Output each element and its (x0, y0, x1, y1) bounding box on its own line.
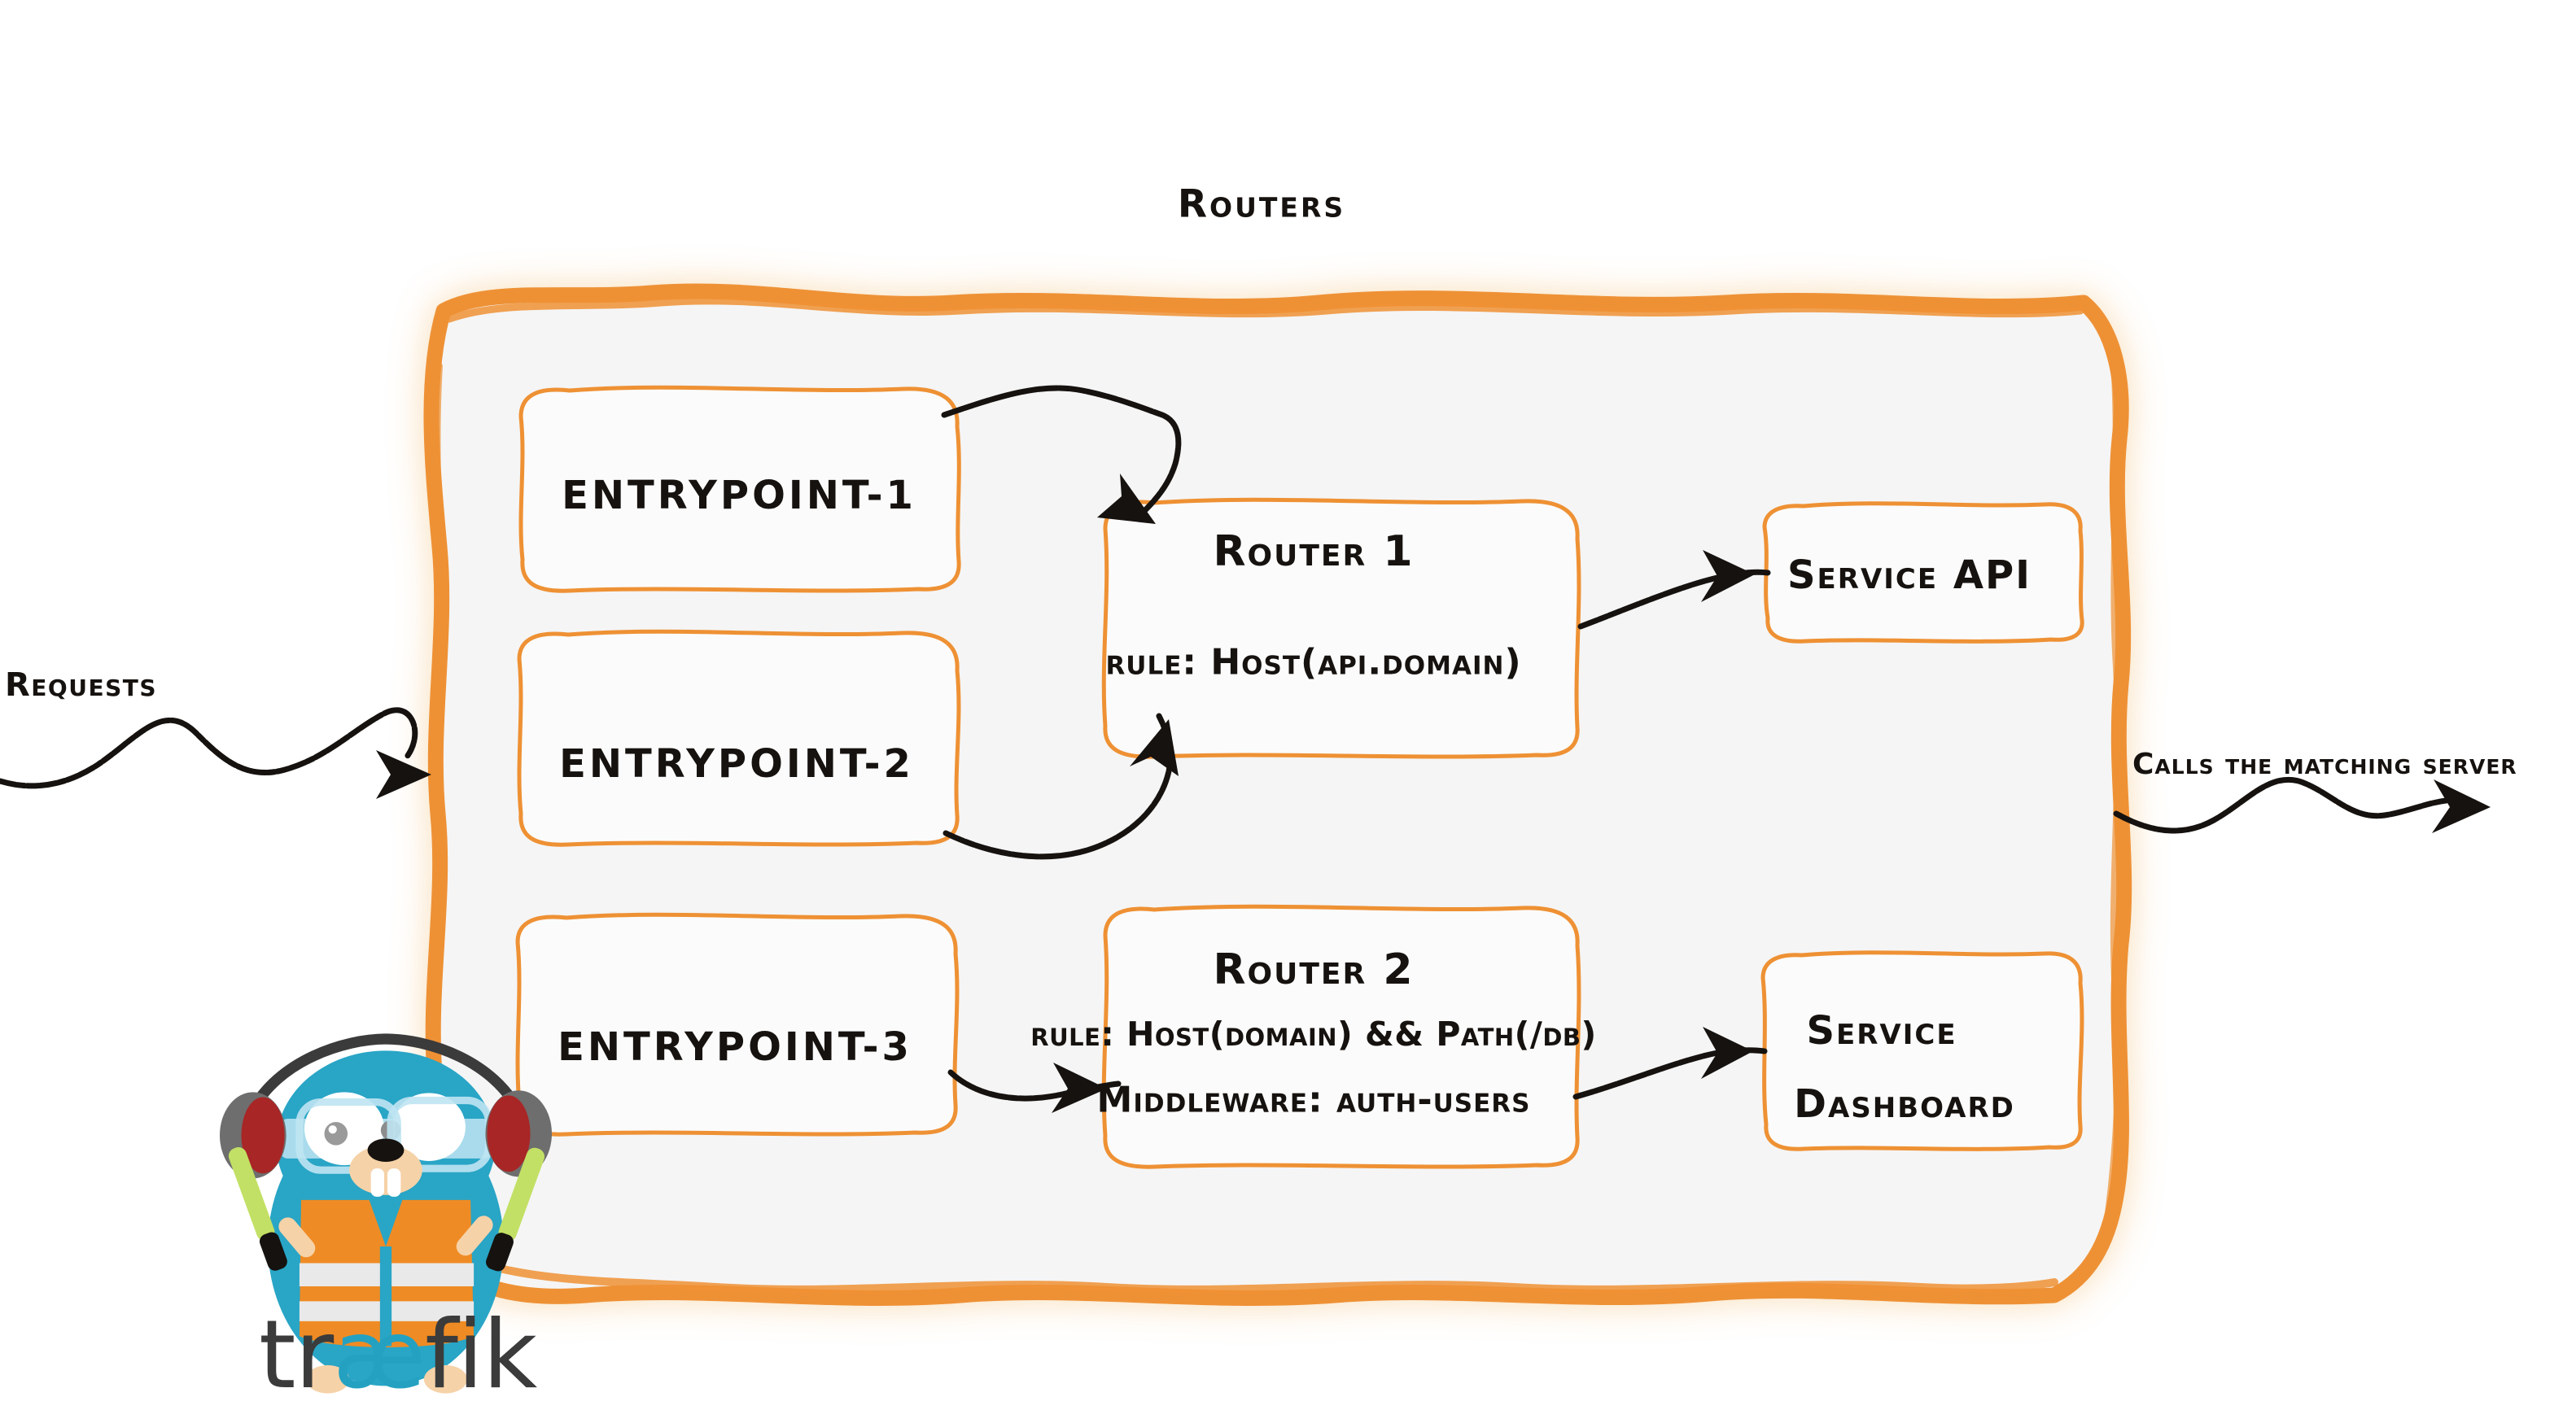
traefik-gopher-logo (220, 1033, 552, 1394)
service-dashboard-box[interactable] (1760, 950, 2084, 1151)
wordmark-pre: tr (259, 1300, 334, 1410)
wordmark-post: fik (425, 1300, 537, 1410)
arrow-entrypoint2-to-router1 (942, 713, 1179, 860)
requests-label: Requests (5, 666, 158, 704)
arrow-entrypoint3-to-router2 (947, 1063, 1122, 1113)
calls-server-arrow (2113, 776, 2491, 834)
arrow-entrypoint1-to-router1 (941, 385, 1182, 524)
wordmark-ae-ligature: æ (333, 1300, 426, 1410)
router-1-box[interactable] (1101, 497, 1581, 759)
router-2-rule: rule: Host(domain) && Path(/db) (1030, 1015, 1597, 1054)
entrypoint-1-box[interactable] (518, 385, 961, 593)
router-2-title: Router 2 (1213, 945, 1415, 994)
service-api-label: Service API (1787, 552, 2032, 599)
arrow-router2-to-service-dashboard (1572, 1027, 1768, 1100)
requests-arrow (0, 707, 431, 799)
service-dashboard-label-line1: Service (1806, 1008, 1957, 1054)
entrypoint-2-box[interactable] (517, 629, 961, 847)
calls-server-label: Calls the matching server (2132, 748, 2517, 781)
service-api-box[interactable] (1762, 501, 2084, 644)
page-title: Routers (1177, 181, 1346, 227)
router-1-rule: rule: Host(api.domain) (1105, 641, 1522, 683)
arrow-router1-to-service-api (1577, 550, 1771, 630)
traefik-wordmark: træfik (259, 1300, 537, 1410)
entrypoint-1-label: ENTRYPOINT-1 (562, 473, 916, 519)
router-2-box[interactable] (1101, 904, 1581, 1169)
entrypoint-2-label: ENTRYPOINT-2 (559, 741, 914, 788)
router-1-title: Router 1 (1213, 526, 1415, 576)
entrypoint-3-label: ENTRYPOINT-3 (558, 1024, 912, 1071)
service-dashboard-label-line2: Dashboard (1794, 1081, 2015, 1128)
router-2-middleware: Middleware: auth-users (1096, 1079, 1531, 1121)
